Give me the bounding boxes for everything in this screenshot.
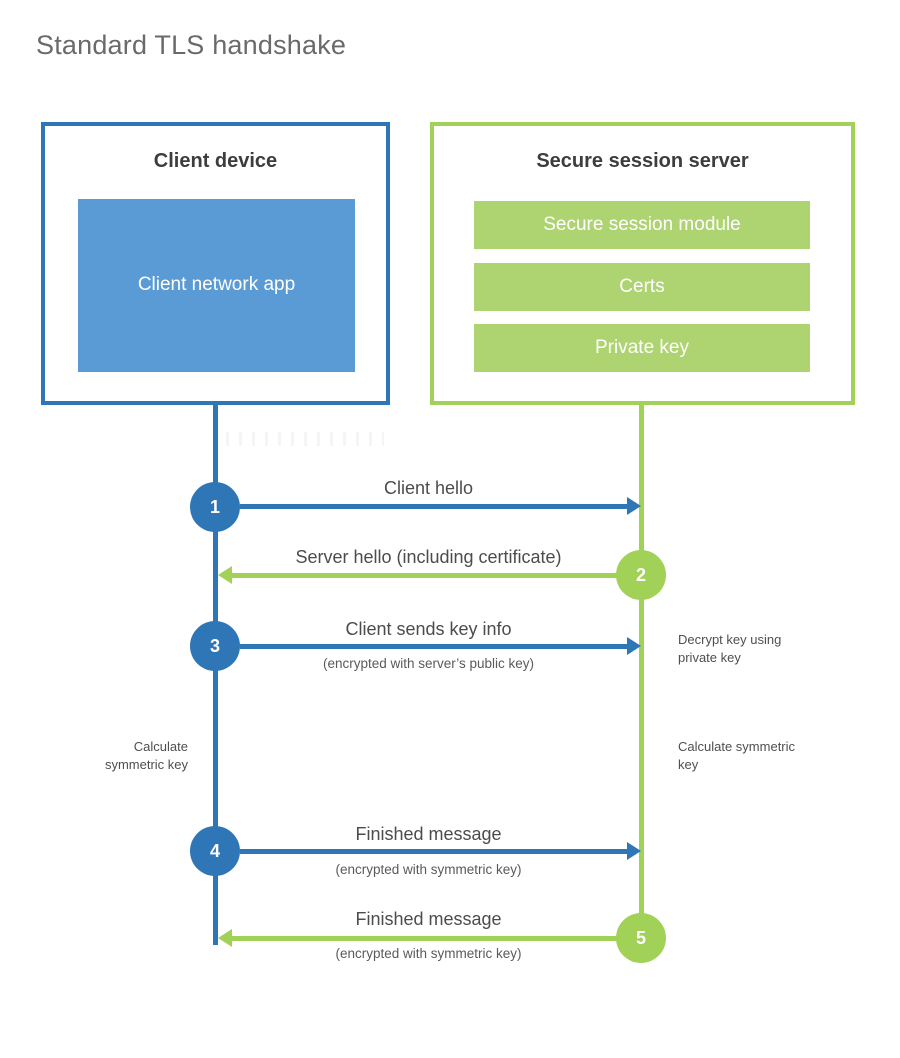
step-4-label: Finished message	[355, 824, 502, 844]
step-5-label: Finished message	[355, 909, 502, 929]
step-4-number: 4	[209, 840, 220, 861]
server-module-secure-session: Secure session module	[474, 201, 810, 249]
client-network-app-box: Client network app	[78, 199, 355, 372]
calculate-symmetric-key-note-client: Calculate symmetric key	[104, 739, 188, 772]
step-2-label: Server hello (including certificate)	[295, 547, 562, 567]
server-module-certs: Certs	[474, 263, 810, 311]
decrypt-key-note: Decrypt key using private key	[678, 632, 782, 665]
step-4-arrow-line	[240, 849, 627, 854]
server-module-private-key: Private key	[474, 324, 810, 372]
faint-dashed-artifact	[226, 432, 384, 446]
step-1-number: 1	[209, 496, 220, 517]
server-lifeline	[639, 403, 644, 938]
step-3-label: Client sends key info	[345, 619, 512, 639]
step-3-arrow-line	[240, 644, 627, 649]
step-1-badge: 1	[190, 482, 240, 532]
step-3-number: 3	[209, 635, 220, 656]
calculate-symmetric-key-note-server: Calculate symmetric key	[678, 739, 796, 772]
step-5-badge: 5	[616, 913, 666, 963]
arrowhead-right-icon	[627, 497, 641, 515]
step-4-badge: 4	[190, 826, 240, 876]
step-3-sublabel: (encrypted with server’s public key)	[322, 656, 535, 671]
step-2-number: 2	[635, 564, 646, 585]
step-5-arrow-line	[232, 936, 617, 941]
step-4-sublabel: (encrypted with symmetric key)	[335, 862, 522, 877]
step-1-label: Client hello	[383, 478, 474, 498]
client-device-title: Client device	[153, 150, 278, 172]
page-title: Standard TLS handshake	[36, 30, 347, 60]
step-5-sublabel: (encrypted with symmetric key)	[335, 946, 522, 961]
client-lifeline	[213, 403, 218, 945]
arrowhead-right-icon	[627, 842, 641, 860]
arrowhead-right-icon	[627, 637, 641, 655]
step-3-badge: 3	[190, 621, 240, 671]
step-1-arrow-line	[240, 504, 627, 509]
step-2-arrow-line	[232, 573, 617, 578]
arrowhead-left-icon	[218, 929, 232, 947]
arrowhead-left-icon	[218, 566, 232, 584]
step-5-number: 5	[635, 927, 646, 948]
step-2-badge: 2	[616, 550, 666, 600]
secure-session-server-title: Secure session server	[536, 150, 749, 172]
